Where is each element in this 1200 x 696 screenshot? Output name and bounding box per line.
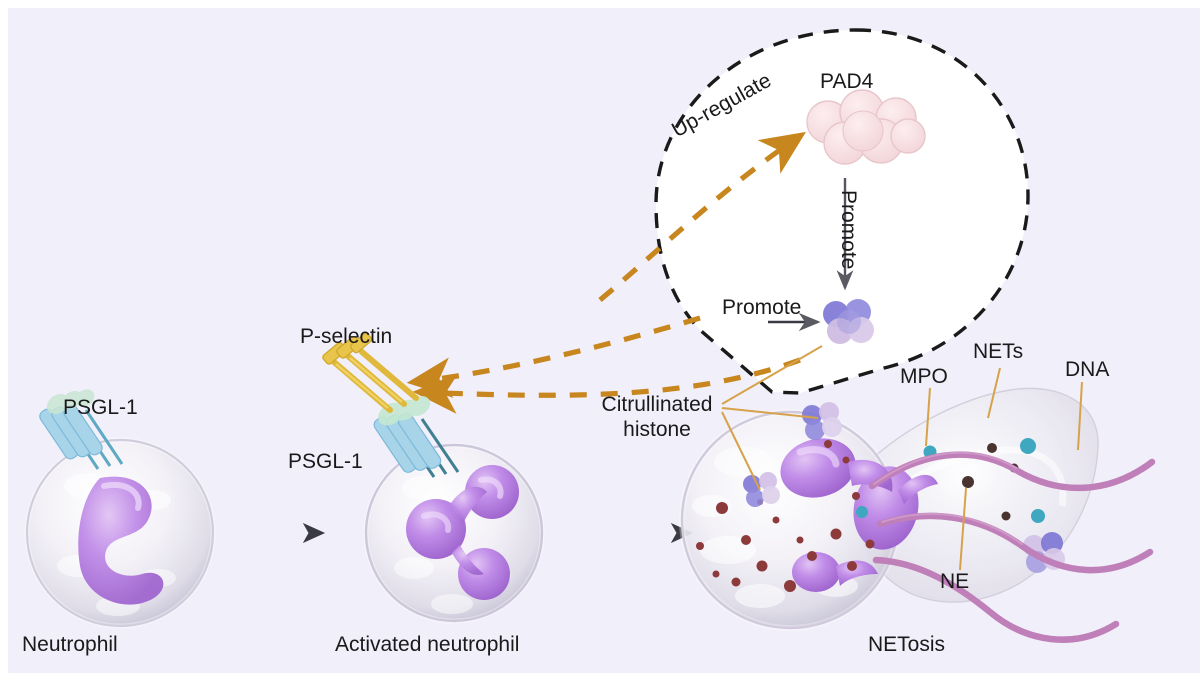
nets-label: NETs <box>973 340 1024 363</box>
netosis-caption: NETosis <box>868 633 946 656</box>
psgl1-label-2: PSGL-1 <box>288 450 363 473</box>
dna-label: DNA <box>1065 358 1110 381</box>
citrullinated-histone-line-1: Citrullinated <box>601 393 713 416</box>
promote-vertical-label: Promote <box>837 190 860 270</box>
neutrophil-caption: Neutrophil <box>22 633 118 656</box>
p-selectin-label: P-selectin <box>300 325 393 348</box>
activated-neutrophil-caption: Activated neutrophil <box>335 633 520 656</box>
mpo-label: MPO <box>900 365 948 388</box>
ne-label: NE <box>940 570 970 593</box>
pad4-label: PAD4 <box>820 70 874 93</box>
promote-histone-label: Promote <box>722 296 802 319</box>
citrullinated-histone-label: Citrullinated histone <box>592 392 722 442</box>
psgl1-label-1: PSGL-1 <box>63 396 138 419</box>
citrullinated-histone-line-2: histone <box>623 418 691 442</box>
